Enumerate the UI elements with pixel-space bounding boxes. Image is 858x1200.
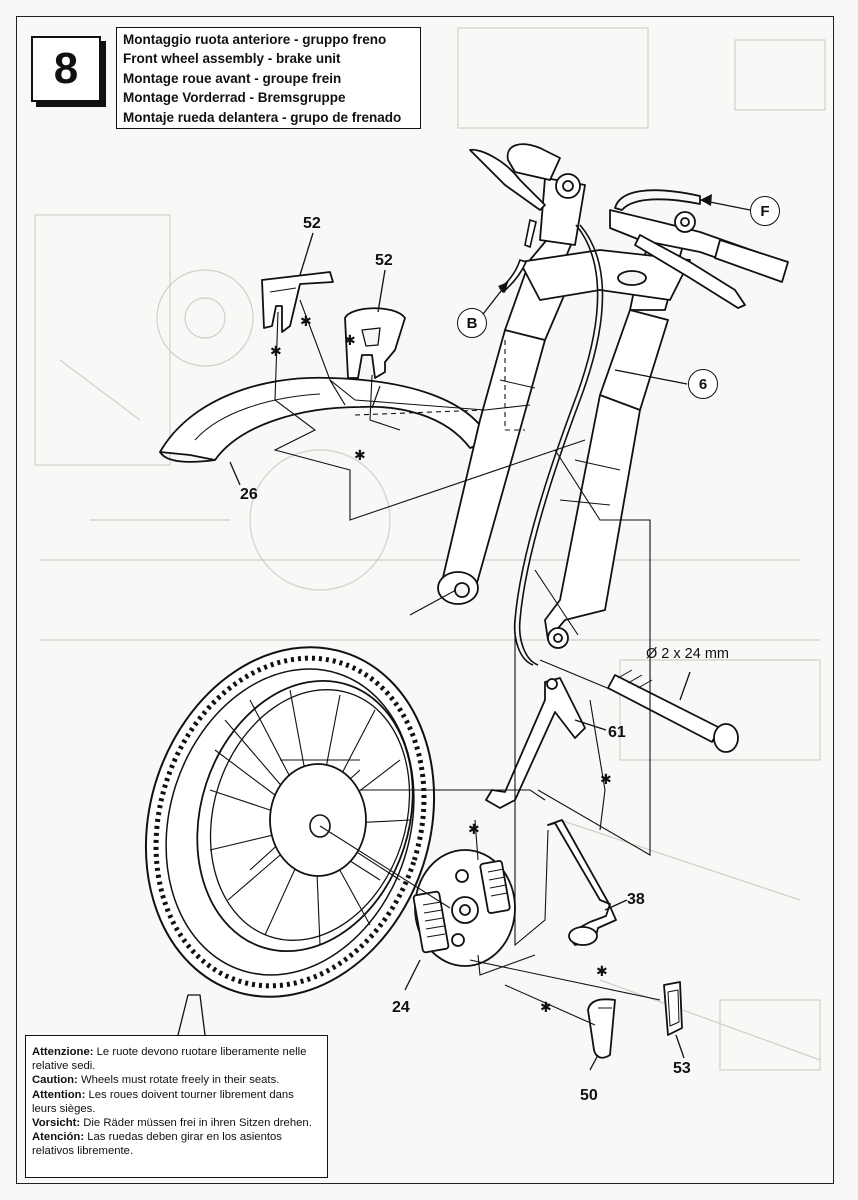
title-french: Montage roue avant - groupe frein <box>123 70 342 86</box>
callout-53: 53 <box>673 1060 691 1077</box>
svg-text:✱: ✱ <box>270 344 282 360</box>
callout-50: 50 <box>580 1087 598 1104</box>
brake-lever-arm-part <box>485 677 586 809</box>
bleed-through-ghost <box>34 27 826 1071</box>
svg-text:✱: ✱ <box>300 314 312 330</box>
axle-bolt-part <box>547 627 739 753</box>
svg-text:✱: ✱ <box>600 772 612 788</box>
brake-plate-part <box>412 849 516 967</box>
callout-61: 61 <box>608 724 626 741</box>
callout-axle-size: Ø 2 x 24 mm <box>646 646 729 662</box>
step-number: 8 <box>53 44 79 93</box>
note-italian: Attenzione: Le ruote devono ruotare libe… <box>32 1045 321 1073</box>
svg-text:✱: ✱ <box>344 333 356 349</box>
note-label-german: Vorsicht: <box>32 1117 81 1130</box>
page-frame <box>16 16 834 1184</box>
note-text-spanish: Las ruedas deben girar en los asientos r… <box>32 1131 282 1158</box>
handlebar-part <box>469 143 789 309</box>
svg-text:✱: ✱ <box>596 964 608 980</box>
note-text-german: Die Räder müssen frei in ihren Sitzen dr… <box>80 1117 312 1130</box>
step-number-box: 8 <box>31 36 101 102</box>
title-german: Montage Vorderrad - Bremsgruppe <box>123 90 346 106</box>
callout-f-label: F <box>760 202 770 220</box>
note-label-spanish: Atención: <box>32 1131 85 1144</box>
callout-b: B <box>457 308 487 338</box>
asterisk-markers: ✱ ✱ ✱ ✱ ✱ ✱ ✱ ✱ <box>270 314 612 1016</box>
svg-text:✱: ✱ <box>354 448 366 464</box>
note-german: Vorsicht: Die Räder müssen frei in ihren… <box>32 1116 321 1130</box>
note-label-english: Caution: <box>32 1074 78 1087</box>
callout-26: 26 <box>240 486 258 503</box>
front-fender-part <box>159 376 491 463</box>
step-title-box: Montaggio ruota anteriore - gruppo freno… <box>116 27 421 129</box>
callout-52-left: 52 <box>303 215 321 232</box>
note-text-french: Les roues doivent tourner librement dans… <box>32 1088 294 1115</box>
svg-text:✱: ✱ <box>468 822 480 838</box>
callout-b-label: B <box>466 314 478 332</box>
note-label-french: Attention: <box>32 1088 86 1101</box>
title-english: Front wheel assembly - brake unit <box>123 51 341 67</box>
note-text-english: Wheels must rotate freely in their seats… <box>77 1074 280 1087</box>
assembly-guide-lines <box>273 299 661 1026</box>
callout-38: 38 <box>627 891 645 908</box>
note-spanish: Atención: Las ruedas deben girar en los … <box>32 1130 321 1158</box>
arrowheads <box>498 194 712 293</box>
fender-bracket-right <box>344 307 406 379</box>
callout-f: F <box>750 196 780 226</box>
fender-bracket-left <box>261 271 334 333</box>
note-text-italian: Le ruote devono ruotare liberamente nell… <box>32 1046 307 1073</box>
brake-pad-part <box>663 981 683 1036</box>
note-english: Caution: Wheels must rotate freely in th… <box>32 1073 321 1087</box>
title-spanish: Montaje rueda delantera - grupo de frena… <box>123 109 402 125</box>
callout-24: 24 <box>392 999 410 1016</box>
callout-6: 6 <box>688 369 718 399</box>
brake-shoe-part <box>587 998 616 1059</box>
title-italian: Montaggio ruota anteriore - gruppo freno <box>123 32 387 47</box>
caution-note-box: Attenzione: Le ruote devono ruotare libe… <box>25 1035 328 1178</box>
assembly-dash-lines <box>354 340 525 431</box>
svg-text:✱: ✱ <box>540 1000 552 1016</box>
callout-6-label: 6 <box>698 375 708 393</box>
front-wheel-part <box>144 646 436 998</box>
note-label-italian: Attenzione: <box>32 1046 94 1058</box>
brake-rod-part <box>547 819 617 946</box>
note-french: Attention: Les roues doivent tourner lib… <box>32 1088 321 1116</box>
front-fork-part <box>437 177 691 641</box>
callout-52-right: 52 <box>375 252 393 269</box>
